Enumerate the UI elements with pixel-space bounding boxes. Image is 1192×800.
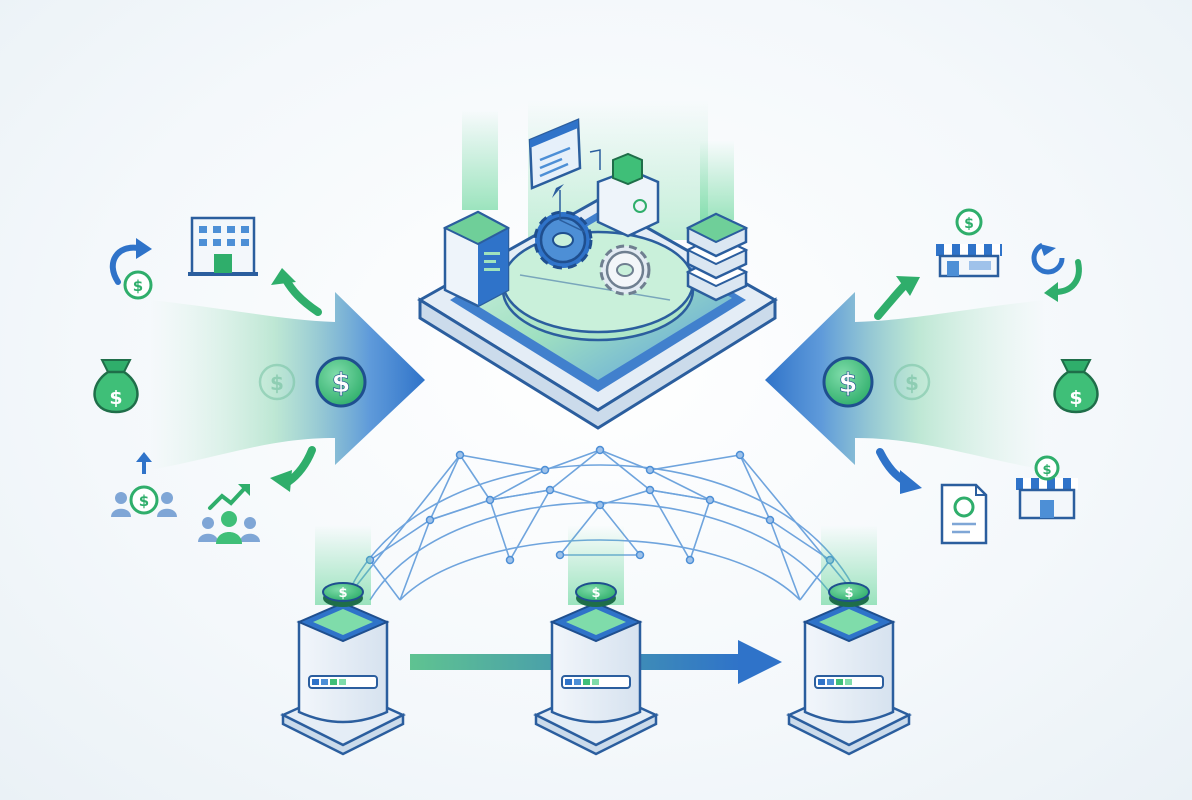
office-building-icon xyxy=(188,216,258,276)
up-curved-arrow xyxy=(271,268,322,316)
gear-icon xyxy=(533,210,593,270)
money-bag-icon: $ xyxy=(93,359,139,414)
svg-text:$: $ xyxy=(1042,463,1051,478)
database-stack-icon xyxy=(685,212,749,302)
svg-text:$: $ xyxy=(270,371,284,395)
svg-text:$: $ xyxy=(591,586,600,601)
group-funding-icon: $ xyxy=(111,452,177,517)
svg-text:$: $ xyxy=(839,368,858,399)
up-curved-arrow xyxy=(874,276,920,320)
svg-text:$: $ xyxy=(1069,387,1082,409)
faded-coin: $ xyxy=(893,363,931,401)
central-platform xyxy=(417,100,778,430)
svg-text:$: $ xyxy=(133,277,143,295)
left-inflow-arrow: $ $ xyxy=(150,292,425,470)
invoice-document-icon xyxy=(940,483,988,545)
svg-text:$: $ xyxy=(332,368,351,399)
data-server-icon xyxy=(442,210,511,308)
svg-text:$: $ xyxy=(844,586,853,601)
ledger-node-icon: $ xyxy=(786,525,912,756)
storefront-icon: $ xyxy=(1016,455,1078,520)
chat-window-icon xyxy=(528,118,582,198)
money-bag-icon: $ xyxy=(1053,359,1099,414)
refresh-cycle-icon xyxy=(1031,241,1082,302)
down-curved-arrow xyxy=(270,446,316,492)
dollar-coin: $ xyxy=(575,582,617,607)
dollar-coin: $ xyxy=(315,356,367,408)
svg-text:$: $ xyxy=(964,216,974,232)
package-box-icon xyxy=(596,152,660,238)
down-curved-arrow xyxy=(876,448,922,494)
money-cycle-icon: $ xyxy=(109,238,153,300)
svg-text:$: $ xyxy=(109,387,122,409)
svg-text:$: $ xyxy=(139,492,149,510)
team-growth-icon xyxy=(198,484,260,544)
right-inflow-arrow: $ $ xyxy=(765,292,1045,470)
ledger-node-icon: $ xyxy=(533,525,659,756)
faded-coin: $ xyxy=(258,363,296,401)
dollar-coin: $ xyxy=(322,582,364,607)
svg-text:$: $ xyxy=(338,586,347,601)
storefront-icon: $ xyxy=(936,208,1002,278)
ledger-nodes: $ $ $ xyxy=(280,525,912,756)
svg-text:$: $ xyxy=(905,371,919,395)
dollar-coin: $ xyxy=(828,582,870,607)
gear-icon xyxy=(599,244,651,296)
ledger-node-icon: $ xyxy=(280,525,406,756)
dollar-coin: $ xyxy=(822,356,874,408)
